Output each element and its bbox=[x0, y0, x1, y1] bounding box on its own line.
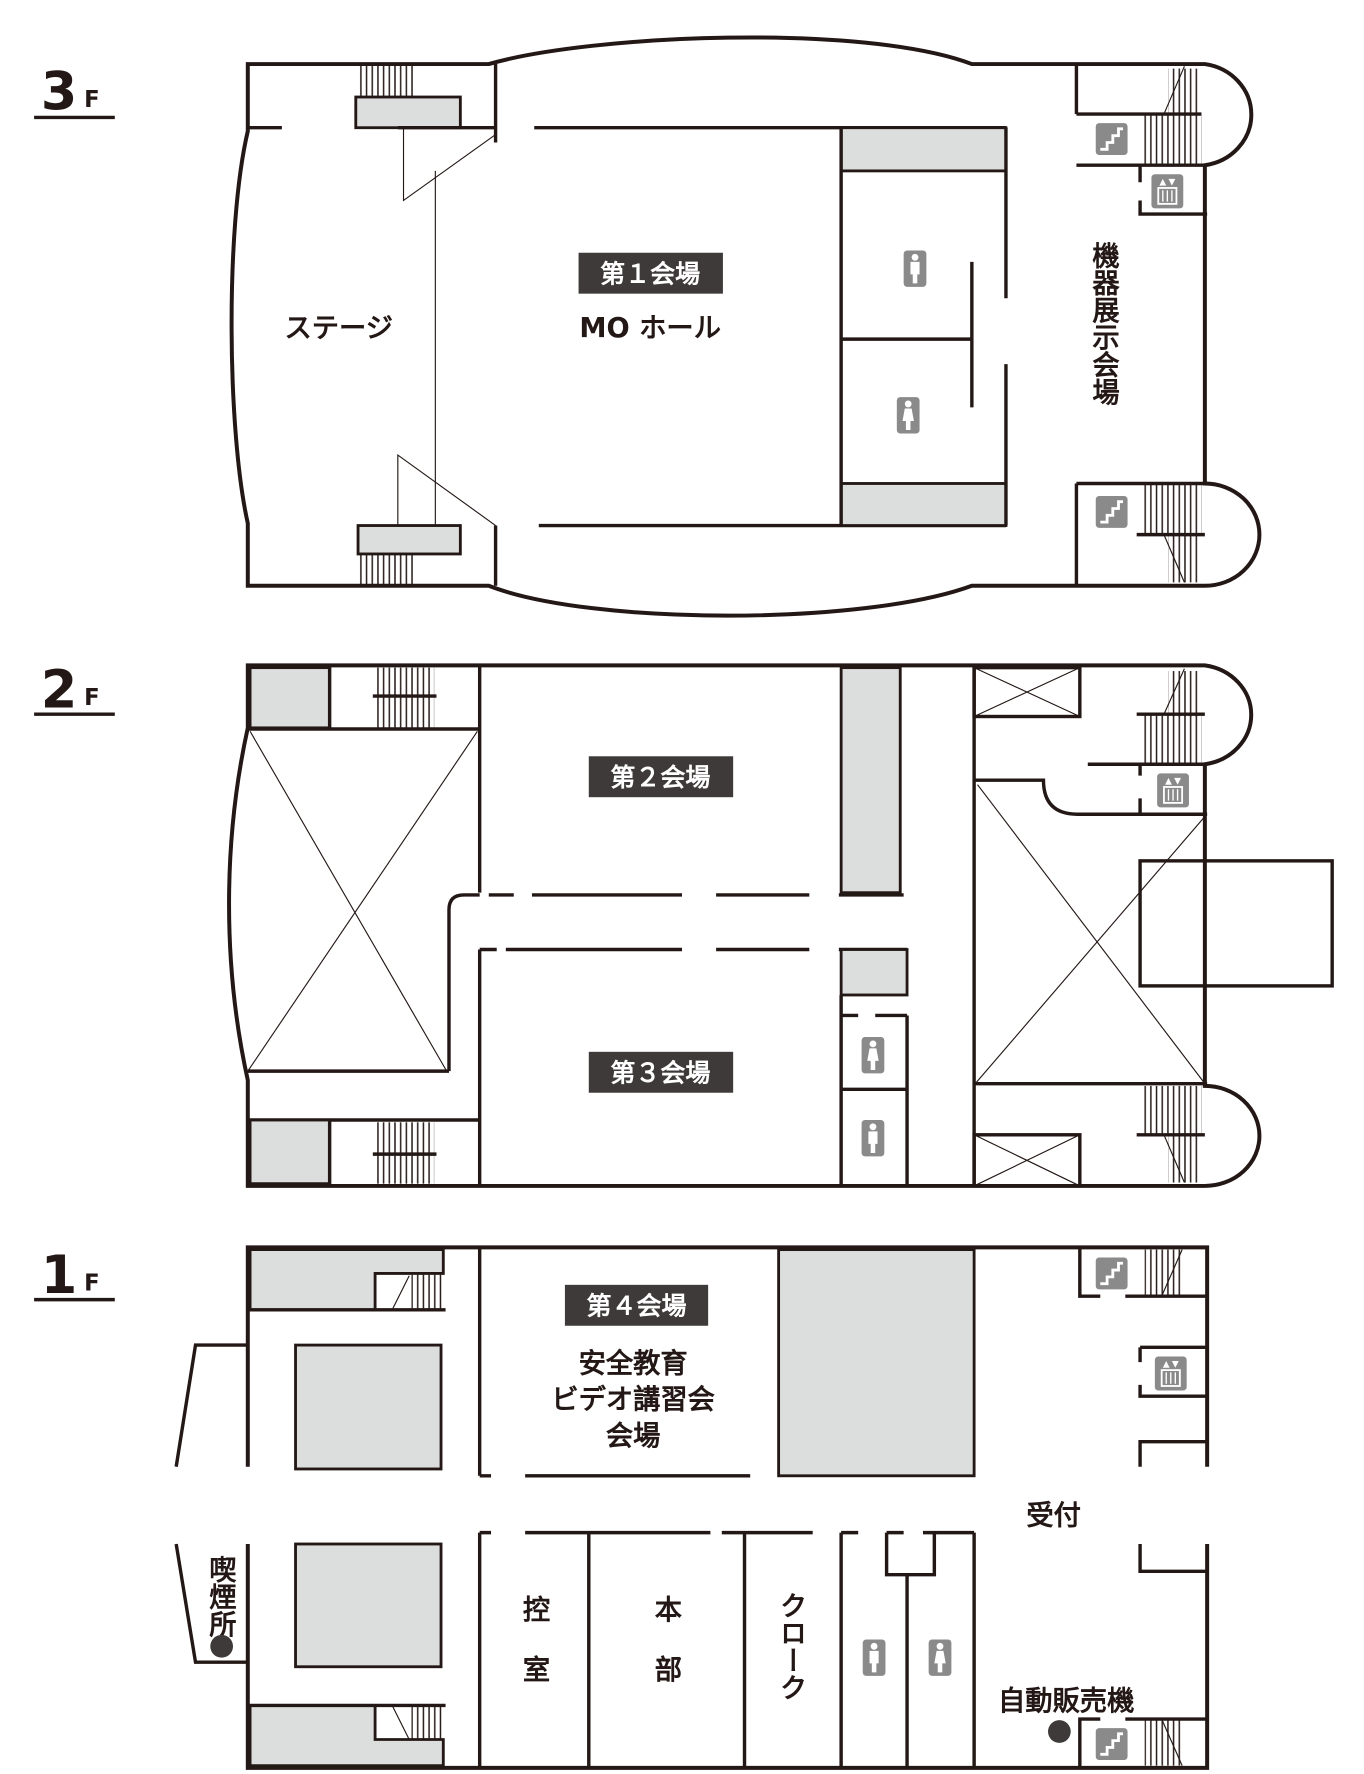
stairs bbox=[1142, 1085, 1202, 1135]
hall-badge-bg bbox=[578, 252, 723, 294]
vending-machine-label: 自動販売機 bbox=[998, 1685, 1134, 1717]
stairs bbox=[1144, 1719, 1183, 1766]
floor-label-3f: 3 F bbox=[34, 62, 115, 123]
exhibit-hall-label: 機器展示会場 bbox=[1087, 241, 1121, 405]
floor-number: 3 bbox=[41, 62, 77, 123]
elevator-icon bbox=[1150, 173, 1185, 210]
stairs bbox=[359, 553, 417, 586]
stairs-icon bbox=[1094, 1726, 1129, 1762]
hall-3-badge: 第３会場 bbox=[610, 1058, 710, 1087]
reception-label: 受付 bbox=[1026, 1500, 1081, 1532]
floor-1f: 1 F bbox=[34, 1245, 1210, 1770]
stairs bbox=[411, 1274, 444, 1310]
gray-area bbox=[294, 1343, 443, 1471]
outer-wall bbox=[245, 1245, 1210, 1770]
floor-number: 2 bbox=[41, 659, 77, 720]
stairs bbox=[359, 64, 417, 98]
headquarters-label-1: 本 bbox=[655, 1595, 683, 1626]
floor-label-1f: 1 F bbox=[34, 1245, 115, 1306]
gray-area bbox=[777, 1248, 976, 1478]
hall-1-badge: 第１会場 bbox=[600, 259, 700, 288]
floor-unit: F bbox=[84, 1271, 100, 1297]
headquarters-label-2: 部 bbox=[655, 1654, 682, 1686]
floor-number: 1 bbox=[41, 1245, 77, 1306]
floor-3f: 3 F bbox=[34, 35, 1262, 618]
stairs bbox=[1142, 483, 1202, 535]
void-small bbox=[972, 665, 1082, 719]
void-area bbox=[974, 784, 1206, 1085]
outer-wall bbox=[227, 663, 1262, 1188]
toilet-male-icon bbox=[903, 250, 927, 287]
stairs bbox=[411, 1705, 444, 1740]
gray-area bbox=[248, 666, 332, 730]
waiting-room-label-2: 室 bbox=[523, 1654, 550, 1686]
hall-badge-bg bbox=[588, 1051, 734, 1093]
hall-badge-bg bbox=[564, 1284, 709, 1326]
waiting-room-label-1: 控 bbox=[523, 1595, 550, 1626]
stairs-icon bbox=[1094, 494, 1129, 530]
stage-label: ステージ bbox=[284, 313, 393, 344]
elevator-icon bbox=[1153, 1355, 1188, 1392]
toilet-male-icon bbox=[861, 1120, 885, 1157]
toilet-female-icon bbox=[896, 397, 920, 434]
cloakroom-label: クローク bbox=[774, 1592, 805, 1701]
gray-area bbox=[356, 524, 462, 556]
gray-area bbox=[839, 948, 909, 997]
stairs bbox=[1144, 1249, 1183, 1297]
hall-badge-bg bbox=[588, 756, 734, 798]
stairs-icon bbox=[1094, 121, 1129, 157]
smoking-area-label: 喫煙所 bbox=[204, 1555, 237, 1638]
hall-2-badge: 第２会場 bbox=[610, 763, 710, 792]
toilet-female-icon bbox=[928, 1639, 952, 1676]
floor-unit: F bbox=[84, 685, 100, 711]
stairs bbox=[1142, 714, 1202, 765]
outer-wall bbox=[229, 35, 1262, 618]
hall-4-line3: 会場 bbox=[606, 1421, 661, 1452]
gray-area bbox=[839, 126, 1008, 173]
gray-area bbox=[354, 95, 462, 130]
gray-area bbox=[294, 1542, 443, 1669]
smoking-area-wall bbox=[174, 1343, 248, 1664]
stairs bbox=[1142, 114, 1202, 166]
hall-1-name: MO ホール bbox=[579, 313, 721, 344]
hall-4-line2: ビデオ講習会 bbox=[551, 1384, 715, 1416]
vending-machine-marker bbox=[1048, 1720, 1071, 1743]
void-area bbox=[247, 730, 478, 1073]
void-small bbox=[972, 1133, 1082, 1188]
gray-area bbox=[248, 1118, 332, 1186]
smoking-area-marker bbox=[210, 1634, 234, 1658]
elevator-icon bbox=[1156, 772, 1190, 809]
floor-unit: F bbox=[84, 87, 100, 113]
gray-area bbox=[839, 482, 1008, 527]
stairs-icon bbox=[1094, 1256, 1129, 1291]
toilet-male-icon bbox=[862, 1639, 886, 1676]
projection-outline bbox=[1138, 859, 1334, 988]
hall-4-badge: 第４会場 bbox=[587, 1291, 687, 1320]
floor-label-2f: 2 F bbox=[34, 659, 115, 720]
floor-2f: 2 F bbox=[34, 659, 1334, 1188]
gray-area bbox=[839, 666, 902, 895]
toilet-female-icon bbox=[861, 1037, 885, 1074]
hall-4-line1: 安全教育 bbox=[579, 1347, 688, 1379]
